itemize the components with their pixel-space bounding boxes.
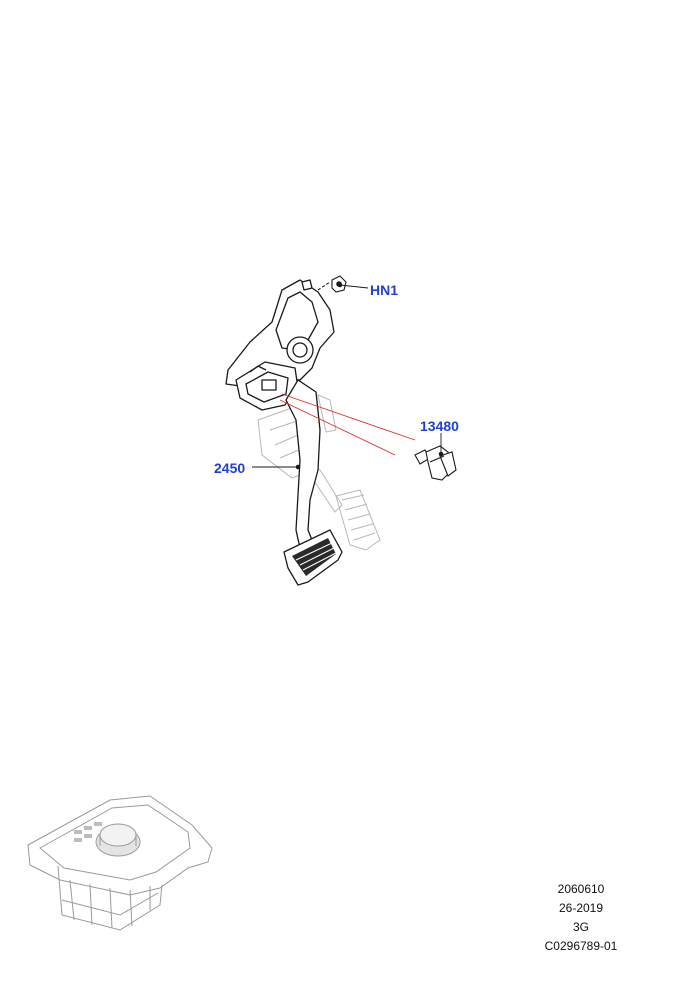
callout-leaders: [252, 282, 444, 470]
ref-line-2: 26-2019: [558, 901, 604, 915]
ref-line-3: 3G: [572, 920, 589, 934]
ref-line-1: 2060610: [557, 882, 605, 896]
callout-2450: 2450: [214, 460, 245, 476]
installation-leaders: [279, 393, 416, 456]
brake-pedal-assembly: [225, 279, 343, 586]
callout-13480: 13480: [420, 418, 459, 434]
callout-hn1: HN1: [370, 282, 398, 298]
gear-selector-knob-icon: [27, 795, 213, 931]
stop-light-switch: [414, 445, 457, 481]
ref-line-4: C0296789-01: [544, 939, 618, 953]
reference-codes: 2060610 26-2019 3G C0296789-01: [526, 880, 636, 956]
